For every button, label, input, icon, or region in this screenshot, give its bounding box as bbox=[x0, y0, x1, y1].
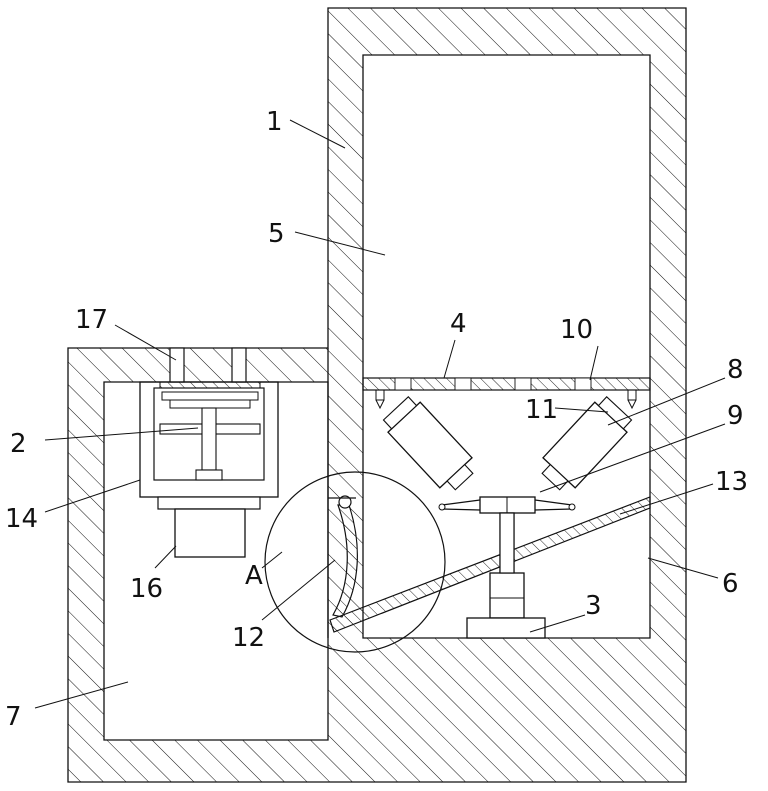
label-13: 13 bbox=[715, 467, 748, 497]
label-1: 1 bbox=[266, 107, 283, 137]
lift-rod bbox=[500, 513, 514, 573]
label-3: 3 bbox=[585, 591, 602, 621]
label-10: 10 bbox=[560, 315, 593, 345]
screen-plate bbox=[363, 378, 650, 390]
label-6: 6 bbox=[722, 569, 739, 599]
linkage-arms bbox=[439, 497, 575, 513]
nozzle-left bbox=[376, 390, 384, 408]
label-a: A bbox=[245, 561, 263, 591]
label-14: 14 bbox=[5, 504, 38, 534]
label-2: 2 bbox=[10, 429, 27, 459]
nozzle-right bbox=[628, 390, 636, 408]
label-16: 16 bbox=[130, 574, 163, 604]
label-9: 9 bbox=[727, 401, 744, 431]
label-12: 12 bbox=[232, 623, 265, 653]
label-8: 8 bbox=[727, 355, 744, 385]
housing-wall bbox=[68, 8, 686, 782]
label-7: 7 bbox=[5, 702, 22, 732]
label-4: 4 bbox=[450, 309, 467, 339]
label-11: 11 bbox=[525, 395, 558, 425]
label-5: 5 bbox=[268, 219, 285, 249]
label-17: 17 bbox=[75, 305, 108, 335]
